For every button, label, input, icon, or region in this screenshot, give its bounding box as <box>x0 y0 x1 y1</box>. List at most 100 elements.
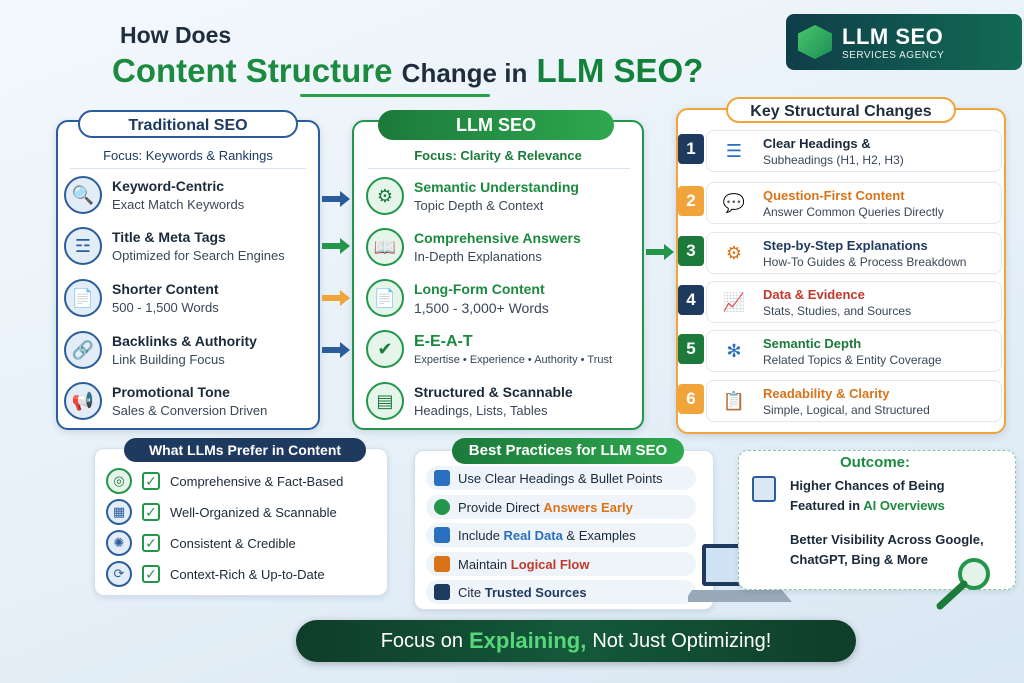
title-underline <box>300 94 490 97</box>
gears-icon: ⚙ <box>725 242 743 263</box>
list-item: Maintain Logical Flow <box>426 552 696 576</box>
check-icon: ✓ <box>142 472 160 490</box>
brand-name: LLM SEO <box>842 23 944 49</box>
list-item: Provide Direct Answers Early <box>426 495 696 519</box>
list-item: ✔ E-E-A-T Expertise • Experience • Author… <box>366 330 612 368</box>
change-number: 5 <box>678 334 704 364</box>
item-sub: 500 - 1,500 Words <box>112 300 219 315</box>
title-mid: Change in <box>401 58 528 88</box>
magnifier-icon <box>936 558 990 610</box>
list-item: Include Real Data & Examples <box>426 523 696 547</box>
list-icon <box>434 470 450 486</box>
check-icon: ✓ <box>142 534 160 552</box>
arrow-right <box>646 244 674 260</box>
traditional-focus: Focus: Keywords & Rankings <box>103 148 273 163</box>
title-end: LLM SEO? <box>536 52 704 89</box>
molecule-icon: ✺ <box>106 530 132 556</box>
change-item: ☰ Clear Headings &Subheadings (H1, H2, H… <box>706 130 1002 172</box>
check-icon: ✓ <box>142 503 160 521</box>
item-title: Backlinks & Authority <box>112 333 257 349</box>
tag-icon: ☲ <box>64 227 102 265</box>
item-title: Semantic Understanding <box>414 179 579 195</box>
badge-check-icon: ✔ <box>366 330 404 368</box>
brand-logo: LLM SEO SERVICES AGENCY <box>786 14 1022 70</box>
target-icon: ◎ <box>106 468 132 494</box>
title-highlight: Content Structure <box>112 52 393 89</box>
magnifier-icon: 🔍 <box>64 176 102 214</box>
item-sub: 1,500 - 3,000+ Words <box>414 299 549 316</box>
item-title: Shorter Content <box>112 281 219 297</box>
item-sub: Expertise • Experience • Authority • Tru… <box>414 353 613 366</box>
traditional-seo-panel <box>56 120 320 430</box>
document-icon <box>752 476 776 502</box>
network-icon: ✻ <box>726 340 742 361</box>
list-item: ✺ ✓ Consistent & Credible <box>106 530 296 556</box>
footer-banner: Focus on Explaining, Not Just Optimizing… <box>296 620 856 662</box>
item-title: E-E-A-T <box>414 332 473 350</box>
check-icon: ✓ <box>142 565 160 583</box>
list-item: ⟳ ✓ Context-Rich & Up-to-Date <box>106 561 325 587</box>
key-changes-title: Key Structural Changes <box>726 97 956 123</box>
item-title: Title & Meta Tags <box>112 229 226 245</box>
outcome-text-2: Better Visibility Across Google, ChatGPT… <box>790 532 984 567</box>
llm-focus: Focus: Clarity & Relevance <box>414 148 582 163</box>
best-practices-title: Best Practices for LLM SEO <box>452 438 684 464</box>
list-item: Cite Trusted Sources <box>426 580 696 604</box>
layout-icon: ▤ <box>366 382 404 420</box>
brand-sub: SERVICES AGENCY <box>842 49 945 61</box>
item-title: Long-Form Content <box>414 280 545 297</box>
cards-icon: ▦ <box>106 499 132 525</box>
llm-seo-title: LLM SEO <box>378 110 614 140</box>
list-item: Use Clear Headings & Bullet Points <box>426 466 696 490</box>
list-item: ◎ ✓ Comprehensive & Fact-Based <box>106 468 343 494</box>
change-number: 1 <box>678 134 704 164</box>
item-sub: Topic Depth & Context <box>414 198 544 213</box>
refresh-icon: ⟳ <box>106 561 132 587</box>
headings-icon: ☰ <box>725 140 743 161</box>
bar-chart-icon: 📈 <box>722 291 746 312</box>
item-sub: Link Building Focus <box>112 352 225 367</box>
arrow-group <box>322 191 350 358</box>
item-title: Comprehensive Answers <box>414 230 581 246</box>
change-number: 6 <box>678 384 704 414</box>
megaphone-icon: 📢 <box>64 382 102 420</box>
brain-icon: ⚙ <box>366 177 404 215</box>
item-title: Structured & Scannable <box>414 384 573 400</box>
link-icon: 🔗 <box>64 331 102 369</box>
title-line-2: Content Structure Change in LLM SEO? <box>112 52 703 90</box>
book-icon: 📖 <box>366 228 404 266</box>
item-title: Keyword-Centric <box>112 178 225 194</box>
outcome-title: Outcome: <box>839 454 910 471</box>
change-number: 2 <box>678 186 704 216</box>
change-number: 3 <box>678 236 704 266</box>
search-icon <box>434 499 450 515</box>
chart-icon <box>434 527 450 543</box>
item-sub: Headings, Lists, Tables <box>414 403 548 418</box>
item-sub: Sales & Conversion Driven <box>112 403 268 418</box>
title-line-1: How Does <box>120 22 232 48</box>
item-sub: Exact Match Keywords <box>112 197 245 212</box>
change-number: 4 <box>678 285 704 315</box>
quote-icon <box>434 584 450 600</box>
clipboard-icon: 📋 <box>722 390 746 411</box>
list-item: 📄 Long-Form Content 1,500 - 3,000+ Words <box>366 279 549 317</box>
list-item: ▦ ✓ Well-Organized & Scannable <box>106 499 337 525</box>
document-icon: 📄 <box>366 279 404 317</box>
traditional-seo-title: Traditional SEO <box>78 110 298 138</box>
item-sub: In-Depth Explanations <box>414 249 542 264</box>
outcome-text-1: Higher Chances of Being Featured in AI O… <box>790 478 945 513</box>
llm-seo-panel <box>352 120 644 430</box>
